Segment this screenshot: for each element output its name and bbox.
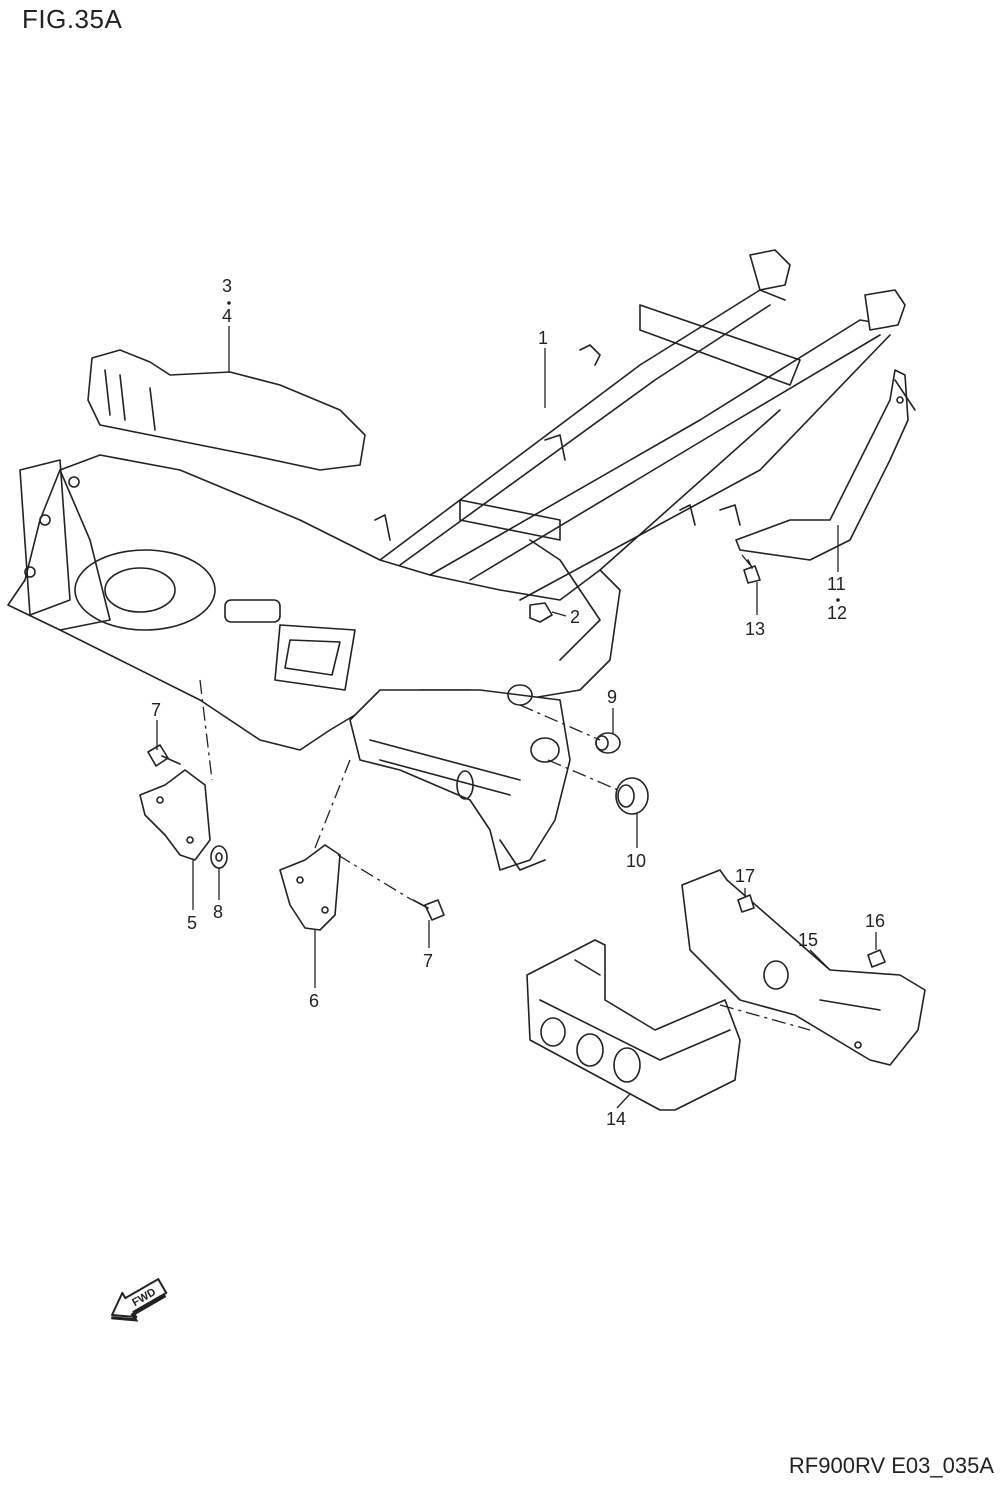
callout-9: 9 [607,687,617,707]
callout-7a: 7 [151,700,161,720]
part-2-bushing[interactable] [529,602,553,623]
callout-1: 1 [538,328,548,348]
part-16-screw[interactable] [867,949,886,968]
part-13-screw[interactable] [743,559,761,584]
callout-dot-3-4 [227,301,231,305]
leader-lines [156,326,877,1109]
callout-7b: 7 [423,951,433,971]
part-17-screw[interactable] [737,894,755,913]
part-11-12-rail[interactable] [735,369,916,561]
callout-11: 11 [827,574,846,594]
callout-16: 16 [865,911,885,931]
part-14-tray[interactable] [526,939,741,1111]
callouts: 1 2 3 4 5 6 7 7 8 9 10 11 12 13 14 15 16… [151,276,885,1129]
part-9-cap[interactable] [595,732,621,754]
callout-17: 17 [735,866,755,886]
callout-13: 13 [745,619,765,639]
figure-code: RF900RV E03_035A [788,1453,994,1478]
callout-8: 8 [213,902,223,922]
part-3-4-cover[interactable] [87,349,366,471]
figure-title: FIG.35A [22,4,123,34]
main-frame[interactable] [7,249,906,871]
part-15-plate[interactable] [681,869,926,1066]
alignment-lines [199,554,811,1031]
callout-4: 4 [222,306,232,326]
part-5-bracket[interactable] [139,769,211,861]
callout-15: 15 [798,930,818,950]
callout-3: 3 [222,276,232,296]
callout-dot-11-12 [836,598,840,602]
part-6-bracket[interactable] [279,844,341,931]
callout-14: 14 [606,1109,626,1129]
fwd-arrow-icon: FWD [111,1278,168,1322]
callout-12: 12 [827,603,847,623]
part-7-bolt-b[interactable] [412,899,445,921]
part-8-washer[interactable] [210,845,228,869]
callout-2: 2 [570,607,580,627]
part-10-cap[interactable] [615,777,649,815]
callout-5: 5 [187,913,197,933]
callout-6: 6 [309,991,319,1011]
part-7-bolt-a[interactable] [147,744,181,767]
callout-10: 10 [626,851,646,871]
